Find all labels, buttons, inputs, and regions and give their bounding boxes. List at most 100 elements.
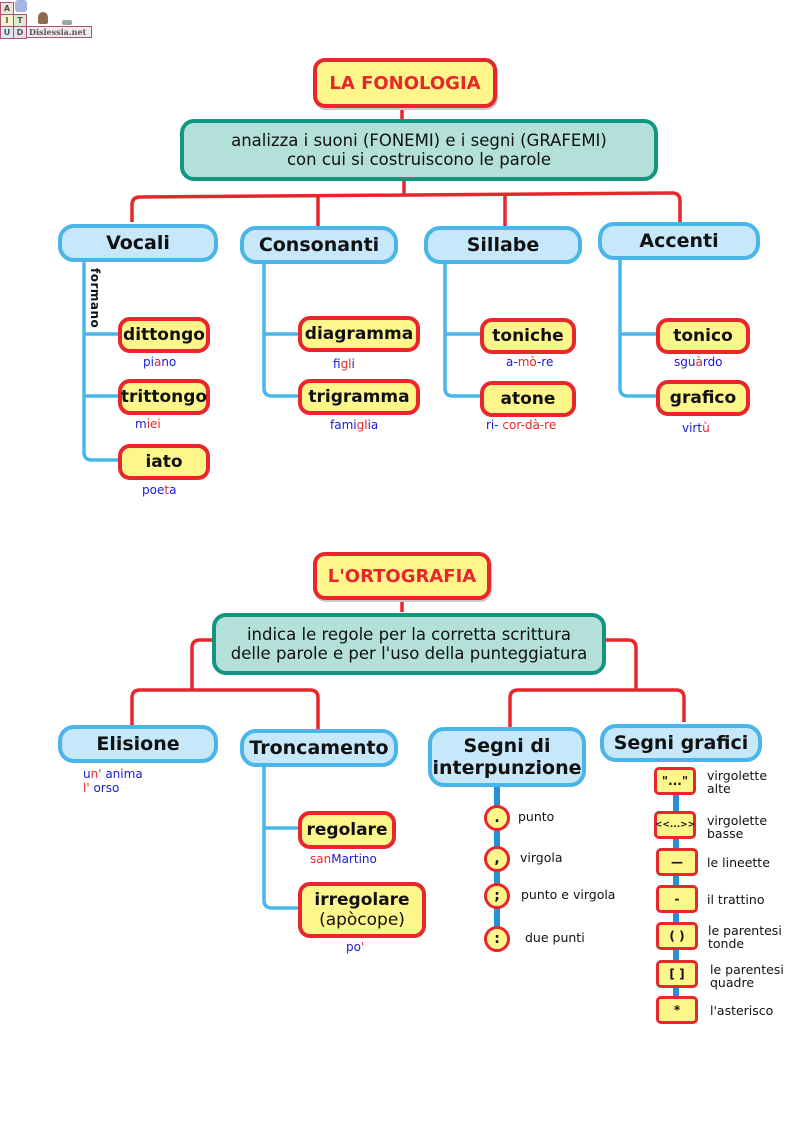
sign-lineette-label: le lineette [707, 856, 770, 869]
item-atone-label: atone [500, 389, 556, 409]
books-icon [62, 20, 72, 25]
item-dittongo-label: dittongo [123, 325, 205, 345]
connector-troncamento-items [262, 760, 298, 910]
example-segment: rdo [702, 355, 723, 369]
connector-bar-fonologia [130, 191, 682, 222]
category-elisione-label: Elisione [96, 733, 180, 755]
example-regolare: sanMartino [310, 852, 377, 866]
item-iato-label: iato [145, 452, 183, 472]
punct-virgola-symbol: , [484, 846, 510, 872]
category-elisione: Elisione [58, 725, 218, 763]
category-vocali: Vocali [58, 224, 218, 262]
example-segment: t [164, 483, 170, 497]
sign-label-line1: le parentesi [710, 962, 784, 977]
example-toniche: a-mò-re [506, 355, 553, 369]
example-trigramma: famiglia [330, 418, 378, 432]
example-irregolare: po' [346, 940, 364, 954]
category-accenti: Accenti [598, 222, 760, 260]
example-segment: ù [702, 421, 710, 435]
sign-label-line2: quadre [710, 975, 755, 990]
example-segment: virt [682, 421, 703, 435]
example-elisione-1: un' anima [83, 767, 143, 781]
category-accenti-label: Accenti [639, 230, 719, 252]
example-segment: orso [89, 781, 120, 795]
punct-punto-label: punto [518, 809, 555, 824]
example-segment: gl [356, 418, 368, 432]
example-trittongo: miei [135, 417, 161, 431]
example-segment: poe [142, 483, 165, 497]
category-consonanti: Consonanti [240, 226, 398, 264]
site-logo[interactable]: A I T U D Dislessia.net [0, 0, 92, 39]
example-segment: Martino [331, 852, 377, 866]
sign-label-line1: le lineette [707, 855, 770, 870]
sign-label-line1: l'asterisco [710, 1003, 774, 1018]
example-segment: cor-dà-re [502, 418, 557, 432]
sign-label-line1: le parentesi [708, 923, 782, 938]
fonologia-description: analizza i suoni (FONEMI) e i segni (GRA… [180, 119, 658, 181]
ortografia-title-text: L'ORTOGRAFIA [327, 565, 477, 587]
ortografia-description-line1: indica le regole per la corretta scrittu… [246, 625, 572, 644]
sign-virgolette-alte-symbol: "..." [654, 767, 696, 795]
punct-due-punti-symbol: : [484, 926, 510, 952]
sign-label-line2: tonde [708, 936, 745, 951]
example-segment: san [310, 852, 332, 866]
sign-label-line2: alte [707, 781, 731, 796]
sign-asterisco-label: l'asterisco [710, 1004, 773, 1017]
sign-parentesi-quadre-label: le parentesi quadre [710, 963, 784, 989]
logo-block: U [0, 26, 14, 39]
sign-virgolette-basse-symbol: <<...>> [654, 811, 696, 839]
ortografia-description: indica le regole per la corretta scrittu… [212, 613, 606, 675]
example-segment: -re [536, 355, 554, 369]
example-iato: poeta [142, 483, 176, 497]
example-segment: i [351, 357, 355, 371]
punct-due-punti-label: due punti [525, 930, 585, 945]
punct-punto-e-virgola-symbol: ; [484, 883, 510, 909]
ortografia-title: L'ORTOGRAFIA [313, 552, 491, 600]
category-interpunzione-label-1: Segni di [463, 735, 551, 757]
example-segment: ' [360, 940, 365, 954]
example-segment: pi [143, 355, 154, 369]
example-segment: gl [340, 357, 352, 371]
example-segment: mò [517, 355, 537, 369]
sign-parentesi-tonde-symbol: ( ) [656, 922, 698, 950]
example-segment: a- [506, 355, 518, 369]
ortografia-description-line2: delle parole e per l'uso della punteggia… [230, 644, 588, 663]
example-segment: a [153, 355, 162, 369]
item-irregolare-label: irregolare [314, 890, 410, 910]
category-interpunzione: Segni di interpunzione [428, 727, 586, 787]
example-segment: l' [83, 781, 90, 795]
example-segment: a [169, 483, 177, 497]
logo-block: D [13, 26, 27, 39]
item-irregolare: irregolare (apòcope) [298, 882, 426, 938]
example-segment: no [161, 355, 177, 369]
sign-label-line2: basse [707, 826, 744, 841]
sign-label-line1: il trattino [707, 892, 765, 907]
example-atone: ri- cor-dà-re [486, 418, 556, 432]
child-icon [38, 12, 48, 24]
item-atone: atone [480, 381, 576, 417]
connector-left-ortografia [190, 638, 212, 690]
category-interpunzione-label-2: interpunzione [432, 757, 582, 779]
sign-label-line1: virgolette [707, 813, 768, 828]
logo-text: Dislessia.net [26, 26, 92, 38]
item-iato: iato [118, 444, 210, 480]
example-segment: anima [101, 767, 143, 781]
fonologia-title-text: LA FONOLOGIA [329, 72, 481, 94]
example-elisione-2: l' orso [83, 781, 119, 795]
category-grafici-label: Segni grafici [613, 732, 749, 754]
item-trigramma: trigramma [298, 379, 420, 415]
fonologia-description-line2: con cui si costruiscono le parole [286, 150, 552, 169]
fonologia-title: LA FONOLOGIA [313, 58, 497, 108]
item-dittongo: dittongo [118, 317, 210, 353]
example-segment: iei [146, 417, 161, 431]
item-toniche: toniche [480, 318, 576, 354]
sign-label-line1: virgolette [707, 768, 768, 783]
item-grafico-label: grafico [669, 388, 737, 408]
category-sillabe: Sillabe [424, 226, 582, 264]
example-segment: ia [367, 418, 379, 432]
sign-virgolette-basse-label: virgolette basse [707, 814, 767, 840]
example-segment: po [346, 940, 361, 954]
formano-label: formano [88, 268, 102, 329]
item-trigramma-label: trigramma [308, 387, 410, 407]
sign-lineette-symbol: — [656, 848, 698, 876]
